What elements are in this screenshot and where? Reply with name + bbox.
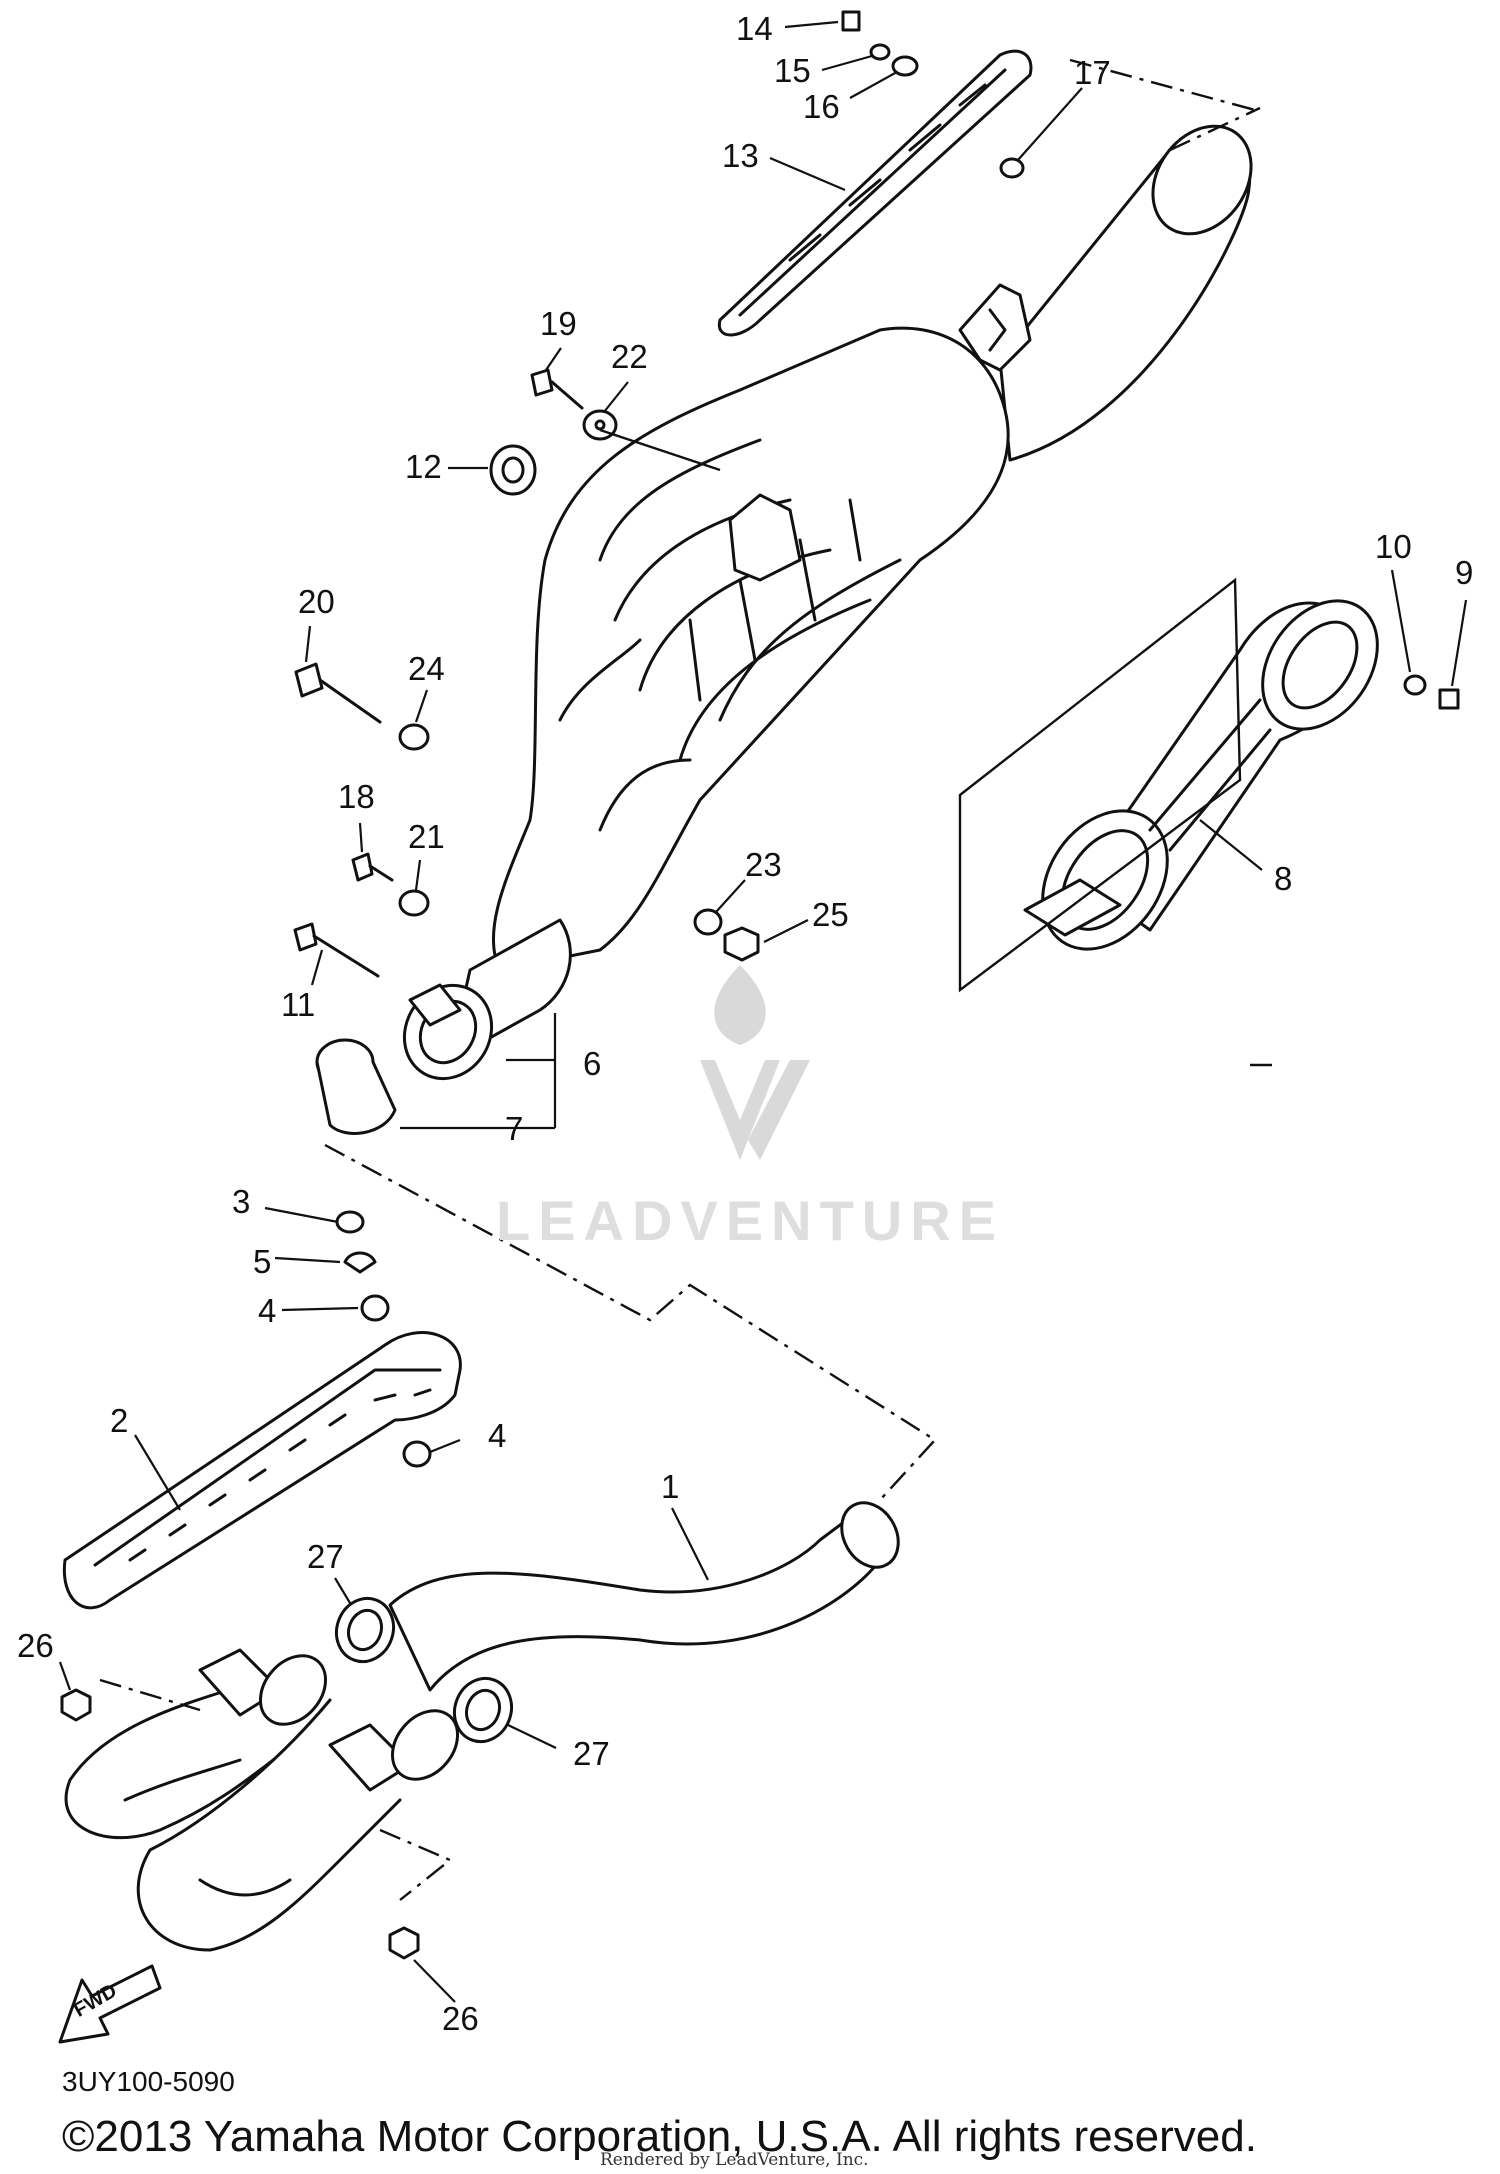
protector-2	[62, 1331, 462, 1610]
callout-4a: 4	[258, 1292, 276, 1329]
callout-9: 9	[1455, 554, 1473, 591]
callout-10: 10	[1375, 528, 1412, 565]
leadventure-watermark-logo	[700, 965, 810, 1160]
callout-21: 21	[408, 818, 445, 855]
hardware-parts	[293, 10, 1460, 1468]
callout-12: 12	[405, 448, 442, 485]
heat-guard-13	[717, 49, 1033, 337]
callout-5: 5	[253, 1243, 271, 1280]
leader-lines	[58, 20, 1468, 2003]
fwd-arrow-icon	[58, 1964, 162, 2044]
callout-11: 11	[281, 986, 315, 1023]
callout-20: 20	[298, 583, 335, 620]
callout-27a: 27	[307, 1538, 344, 1575]
callout-7: 7	[505, 1110, 523, 1147]
gasket-27b	[453, 1676, 513, 1744]
callout-26a: 26	[17, 1627, 54, 1664]
assembly-lines	[99, 58, 1280, 1901]
callout-2: 2	[110, 1402, 128, 1439]
callout-22: 22	[611, 338, 648, 375]
callout-25: 25	[812, 896, 849, 933]
callout-4b: 4	[488, 1417, 506, 1454]
callout-6: 6	[583, 1045, 601, 1082]
callout-24: 24	[408, 650, 445, 687]
callout-1: 1	[661, 1468, 679, 1505]
exhaust-pipe-1	[64, 1501, 900, 1952]
copyright-notice: ©2013 Yamaha Motor Corporation, U.S.A. A…	[62, 2112, 1257, 2161]
callout-labels: 14 15 16 17 13 19 22 12 20 24 18 21 11 2…	[17, 10, 1473, 2037]
callout-14: 14	[736, 10, 773, 47]
callout-19: 19	[540, 305, 577, 342]
callout-17: 17	[1074, 54, 1111, 91]
callout-18: 18	[338, 778, 375, 815]
nut-26b	[388, 1926, 420, 1960]
muffler-body	[402, 124, 1253, 1081]
render-note: Rendered by LeadVenture, Inc.	[600, 2150, 869, 2170]
callout-26b: 26	[442, 2000, 479, 2037]
watermark-text: LEADVENTURE	[495, 1189, 1005, 1252]
nut-26a	[60, 1688, 92, 1722]
callout-16: 16	[803, 88, 840, 125]
callout-27b: 27	[573, 1735, 610, 1772]
callout-3: 3	[232, 1183, 250, 1220]
callout-13: 13	[722, 137, 759, 174]
callout-15: 15	[774, 52, 811, 89]
gasket-27a	[335, 1596, 395, 1664]
callout-23: 23	[745, 846, 782, 883]
diagram-code: 3UY100-5090	[62, 2066, 235, 2097]
spark-arrester-8	[1023, 599, 1379, 951]
callout-8: 8	[1274, 860, 1292, 897]
